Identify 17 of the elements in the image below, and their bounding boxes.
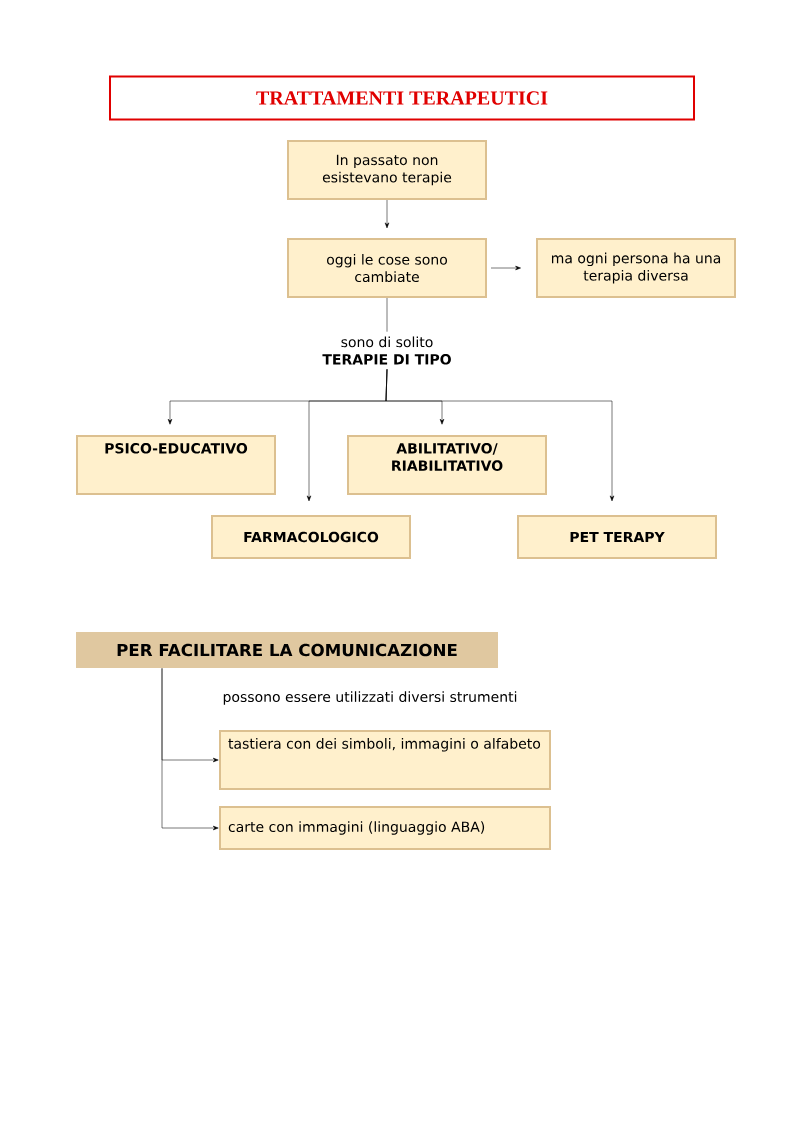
process-box: In passato non esistevano terapie	[287, 140, 487, 200]
title-box: TRATTAMENTI TERAPEUTICI	[109, 75, 695, 121]
category-box: PET TERAPY	[517, 515, 717, 559]
branch-text: sono di solito TERAPIE DI TIPO	[322, 336, 451, 365]
note-text: possono essere utilizzati diversi strumenti	[223, 691, 517, 705]
category-box: ABILITATIVO/ RIABILITATIVO	[347, 435, 547, 495]
arrow	[490, 265, 521, 271]
arrow	[384, 199, 390, 229]
category-box: FARMACOLOGICO	[211, 515, 411, 559]
heading-band: PER FACILITARE LA COMUNICAZIONE	[76, 632, 498, 668]
category-box: PSICO-EDUCATIVO	[76, 435, 276, 495]
process-box: ma ogni persona ha una terapia diversa	[536, 238, 736, 298]
tool-box: tastiera con dei simboli, immagini o alfabeto	[219, 730, 551, 790]
arrow	[161, 668, 219, 831]
process-box: oggi le cose sono cambiate	[287, 238, 487, 298]
arrow	[385, 369, 615, 502]
tool-box: carte con immagini (linguaggio ABA)	[219, 806, 551, 850]
